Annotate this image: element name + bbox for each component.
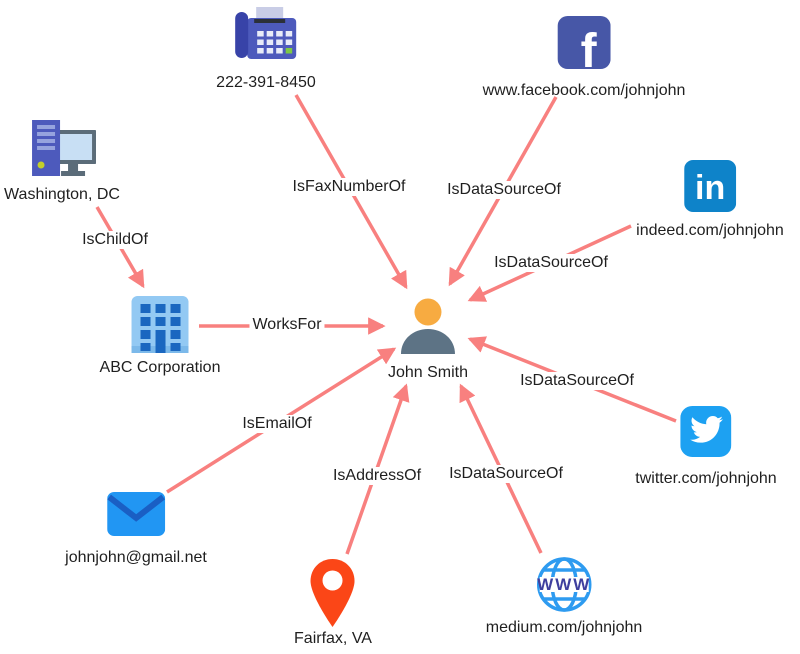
svg-text:WWW: WWW: [537, 575, 591, 594]
node-linkedin[interactable]: in indeed.com/johnjohn: [636, 160, 784, 240]
node-email[interactable]: johnjohn@gmail.net: [65, 492, 207, 567]
node-fairfax[interactable]: Fairfax, VA: [294, 558, 372, 648]
edge-label-isdatasourceof-med: IsDataSourceOf: [446, 465, 566, 483]
edge-label-isdatasourceof-fb: IsDataSourceOf: [444, 181, 564, 199]
node-facebook[interactable]: f www.facebook.com/johnjohn: [482, 16, 686, 100]
node-label: ABC Corporation: [99, 359, 221, 376]
node-label: www.facebook.com/johnjohn: [482, 82, 686, 99]
svg-text:in: in: [695, 169, 725, 207]
edge-label-isdatasourceof-tw: IsDataSourceOf: [517, 372, 637, 390]
node-medium[interactable]: WWW medium.com/johnjohn: [485, 556, 643, 637]
node-label: John Smith: [387, 364, 469, 381]
svg-text:f: f: [581, 25, 598, 69]
twitter-bird-icon: [680, 406, 732, 457]
node-label: indeed.com/johnjohn: [636, 222, 784, 239]
node-label: Washington, DC: [4, 186, 120, 203]
node-twitter[interactable]: twitter.com/johnjohn: [635, 406, 777, 488]
node-label: medium.com/johnjohn: [485, 619, 643, 636]
node-label: johnjohn@gmail.net: [65, 549, 207, 566]
computer-icon: [32, 120, 96, 176]
globe-www-icon: WWW: [536, 557, 592, 612]
envelope-icon: [106, 492, 165, 536]
edge-label-isemailof: IsEmailOf: [239, 415, 315, 433]
edge-label-worksfor: WorksFor: [249, 316, 325, 334]
node-label: twitter.com/johnjohn: [635, 470, 777, 487]
person-icon: [400, 298, 455, 354]
facebook-icon: f: [557, 16, 611, 69]
node-label: Fairfax, VA: [294, 630, 372, 647]
building-icon: [131, 296, 189, 353]
edge-label-ischildof: IsChildOf: [79, 231, 151, 249]
linkedin-icon: in: [683, 160, 736, 212]
node-abc-corporation[interactable]: ABC Corporation: [99, 296, 221, 377]
node-john-smith[interactable]: John Smith: [388, 298, 468, 382]
edge-label-isfaxnumberof: IsFaxNumberOf: [289, 178, 409, 196]
edge-label-isdatasourceof-li: IsDataSourceOf: [491, 254, 611, 272]
fax-icon: [234, 7, 296, 59]
location-pin-icon: [310, 559, 355, 627]
node-washington-dc[interactable]: Washington, DC: [4, 118, 120, 204]
node-fax-number[interactable]: 222-391-8450: [216, 6, 316, 92]
edge-label-isaddressof: IsAddressOf: [329, 467, 425, 485]
node-label: 222-391-8450: [216, 74, 316, 91]
